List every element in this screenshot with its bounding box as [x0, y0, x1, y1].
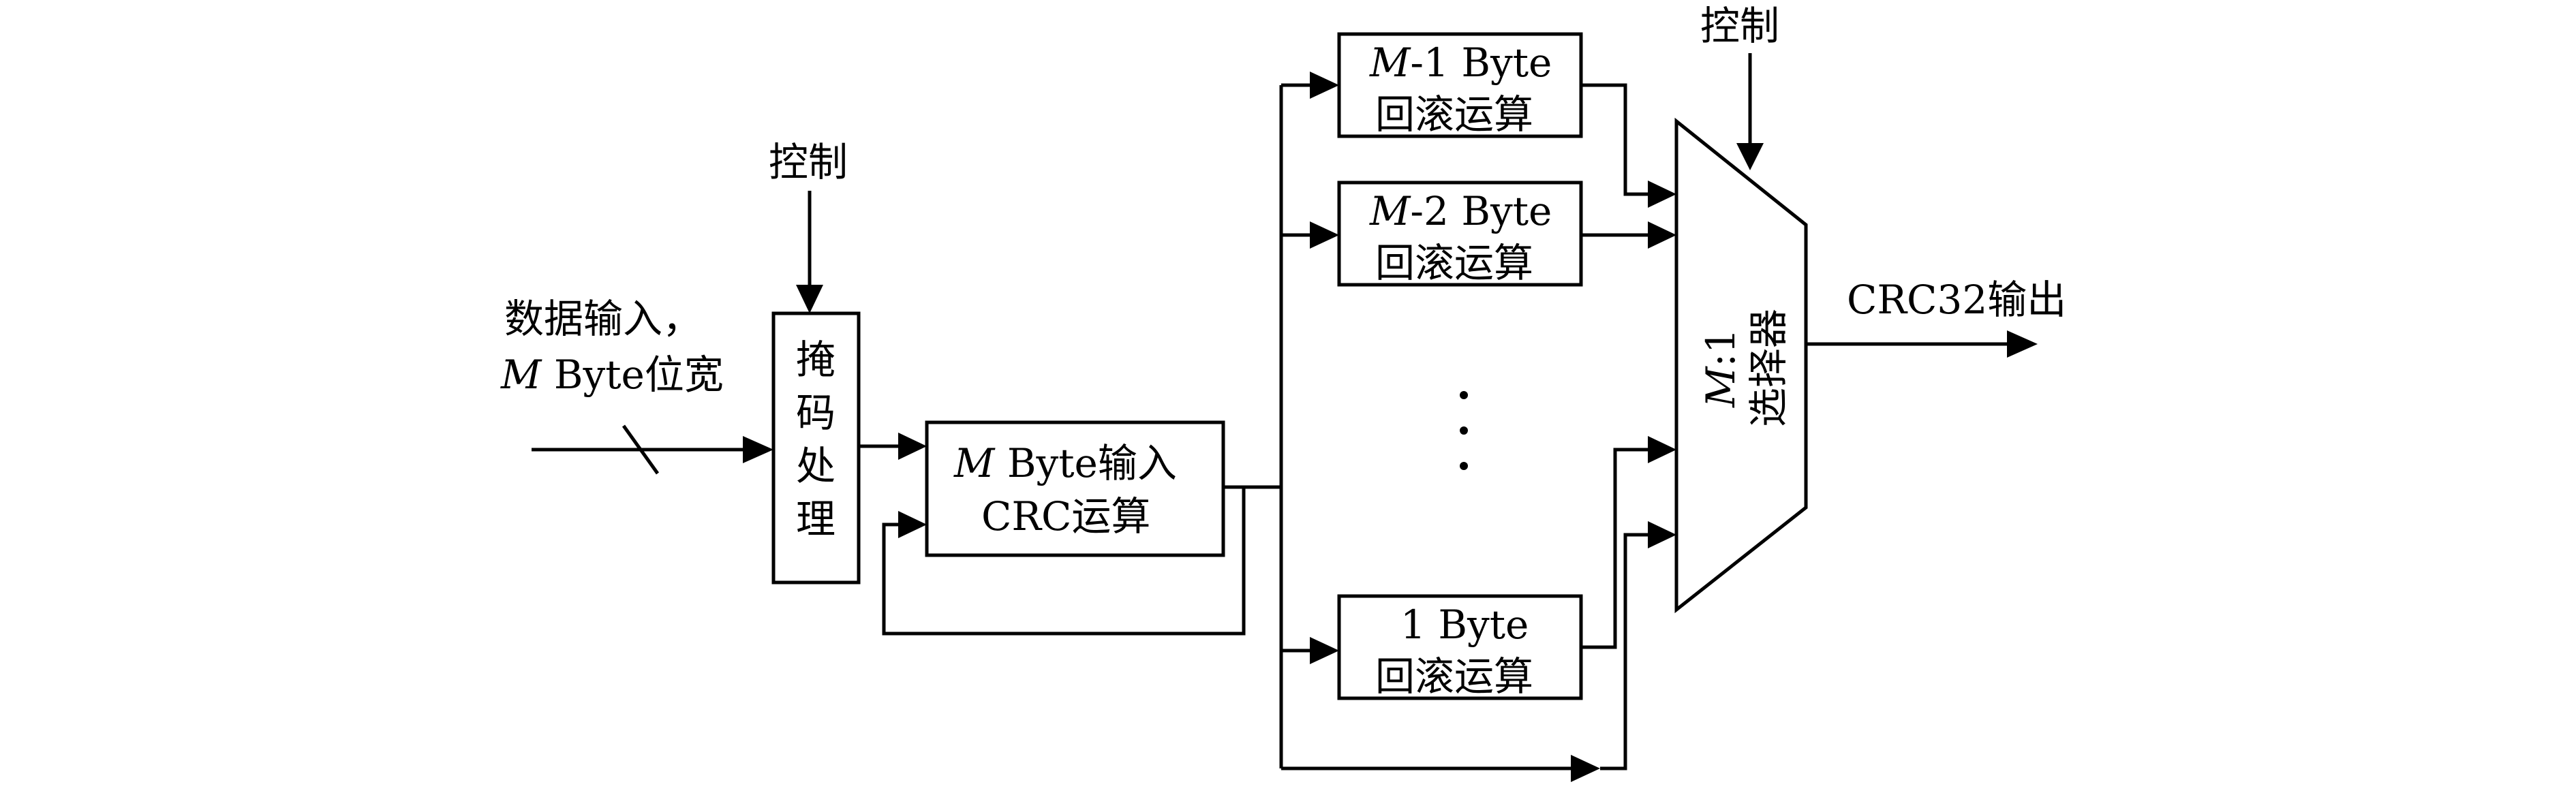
bypass-to-mux-arrowhead [1648, 521, 1676, 548]
rollback-block-m-minus-2 [1337, 181, 1583, 287]
rollback-1byte-op-label: 回滚运算 [1375, 653, 1533, 700]
mask-char-4: 理 [796, 496, 835, 542]
mux-selector [1674, 117, 1808, 614]
branch-to-m1-arrowhead [1310, 72, 1339, 99]
branch-to-1byte-arrowhead [1310, 637, 1339, 664]
rollback-m2-label: M-2 Byte [1369, 188, 1552, 234]
bus-width-slash [622, 424, 660, 475]
rollback-block-1-byte [1337, 594, 1583, 700]
control-label-top: 控制 [1700, 3, 1779, 49]
mux-label-line2: 选择器 [1745, 309, 1792, 427]
1byte-to-mux-arrowhead [1648, 436, 1676, 463]
data-input-label-line2: M Byte位宽 [500, 352, 724, 398]
rollback-1byte-label: 1 Byte [1400, 602, 1529, 648]
mask-char-3: 处 [796, 443, 835, 489]
data-input-label-line1: 数据输入， [504, 296, 702, 342]
data-input-arrowhead [743, 436, 773, 463]
mask-char-2: 码 [796, 390, 835, 436]
m1-to-mux-arrowhead [1648, 181, 1676, 208]
branch-to-m2-arrowhead [1310, 221, 1339, 249]
crc-block-label-line1: M Byte输入 [953, 440, 1177, 486]
rollback-m1-label: M-1 Byte [1369, 40, 1552, 86]
control-top-arrowhead [1736, 143, 1764, 170]
ellipsis-dot [1460, 391, 1468, 399]
bypass-to-mux-wire [1600, 533, 1648, 770]
rollback-m1-op-label: 回滚运算 [1375, 91, 1533, 138]
mask-to-crc-arrowhead [898, 433, 927, 460]
crc-computation-block [925, 420, 1225, 557]
mux-label-line1: M:1 [1698, 328, 1744, 408]
mask-processing-block [771, 311, 861, 584]
ellipsis-dot [1460, 462, 1468, 470]
rollback-m2-op-label: 回滚运算 [1375, 240, 1533, 286]
control-label-left: 控制 [769, 139, 848, 185]
m2-to-mux-arrowhead [1648, 221, 1676, 249]
mask-char-1: 掩 [796, 337, 835, 383]
output-label: CRC32输出 [1847, 277, 2066, 323]
m1-to-mux-wire [1581, 83, 1648, 196]
1byte-to-mux-wire [1581, 448, 1648, 649]
bypass-arrowhead [1571, 755, 1600, 782]
output-arrowhead [2007, 330, 2038, 358]
crc-feedback-arrowhead [898, 511, 927, 538]
crc-block-label-line2: CRC运算 [981, 493, 1150, 540]
control-left-arrowhead [796, 285, 823, 313]
ellipsis-dot [1460, 426, 1468, 435]
